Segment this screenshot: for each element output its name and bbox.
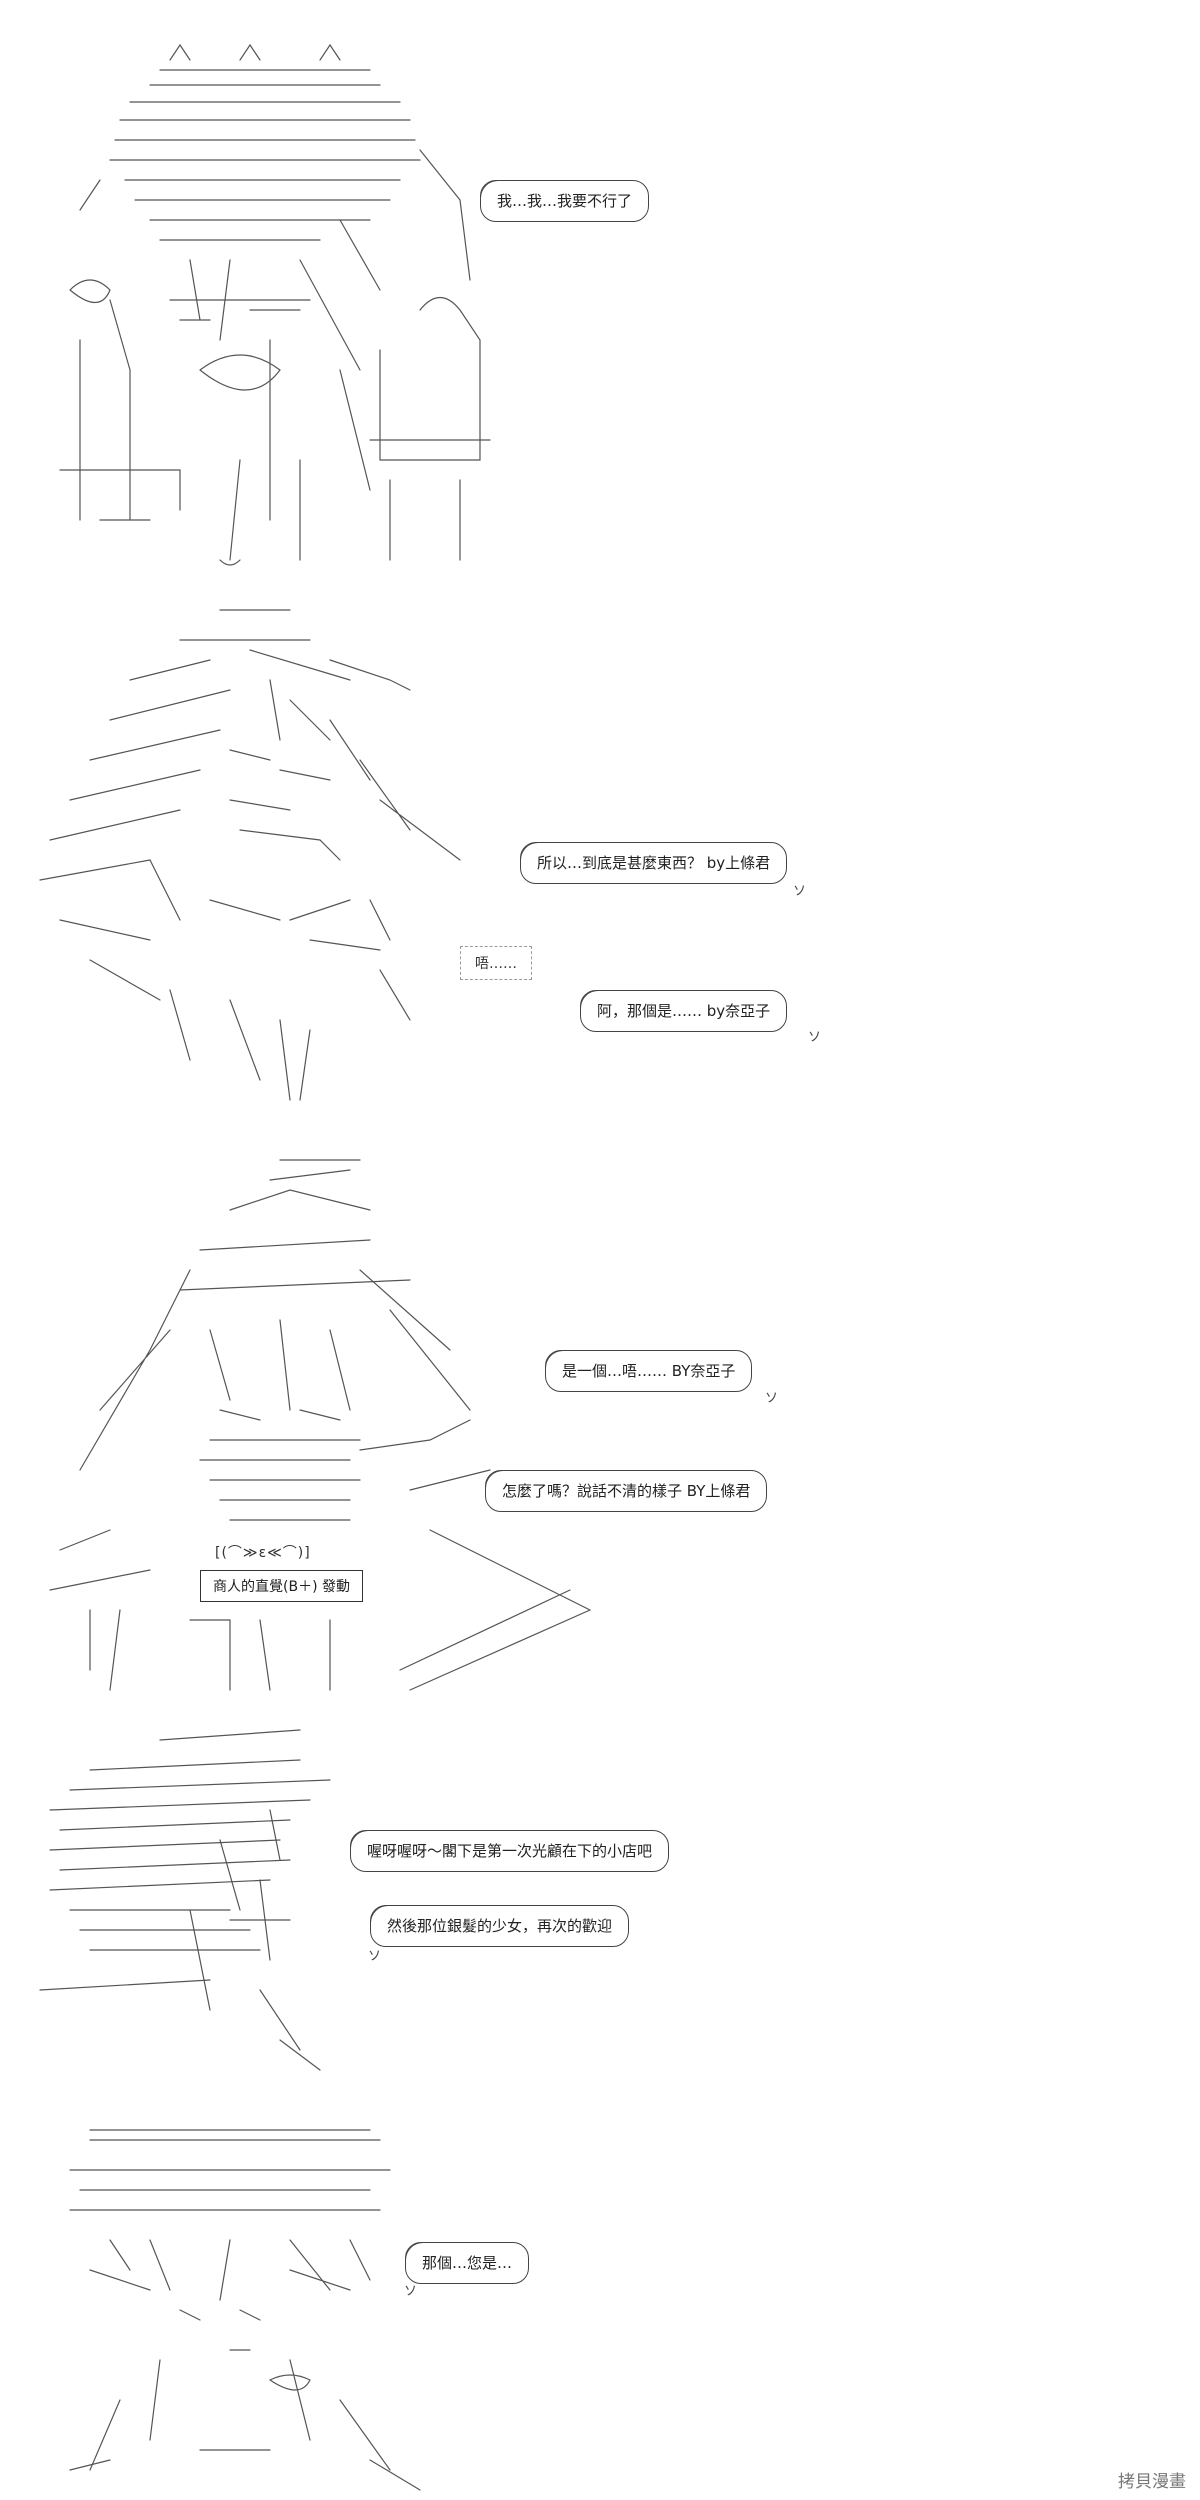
ascii-art-shopkeeper bbox=[39, 1729, 331, 2071]
bubble-tail: ソ bbox=[404, 2284, 418, 2299]
bubble-tail: ソ bbox=[765, 1391, 779, 1406]
bubble-text: 阿，那個是…… by奈亞子 bbox=[597, 1002, 771, 1020]
ascii-art-character-group bbox=[59, 43, 491, 566]
skill-activation-box: 商人的直覺(B＋) 發動 bbox=[200, 1570, 363, 1602]
panel-2: 所以…到底是甚麼東西？ by上條君 ソ 唔…… 阿，那個是…… by奈亞子 ソ bbox=[0, 570, 1200, 1130]
skill-label: 商人的直覺(B＋) 發動 bbox=[213, 1579, 350, 1595]
speech-bubble: 阿，那個是…… by奈亞子 bbox=[580, 990, 788, 1032]
panel-1: 我…我…我要不行了 bbox=[0, 0, 1200, 570]
speech-bubble: 所以…到底是甚麼東西？ by上條君 bbox=[520, 842, 788, 884]
speech-bubble: 我…我…我要不行了 bbox=[480, 180, 650, 222]
bubble-text: 是一個…唔…… BY奈亞子 bbox=[562, 1362, 736, 1380]
panel-3: 是一個…唔…… BY奈亞子 ソ 怎麼了嗎？說話不清的樣子 BY上條君 [(⌒≫ε… bbox=[0, 1130, 1200, 1691]
speech-bubble: 然後那位銀髮的少女，再次的歡迎 bbox=[370, 1905, 630, 1947]
bubble-text: 喔呀喔呀～閣下是第一次光顧在下的小店吧 bbox=[367, 1842, 653, 1860]
speech-bubble: 那個…您是… bbox=[405, 2242, 530, 2284]
bubble-tail: ソ bbox=[368, 1949, 382, 1964]
bubble-text: 所以…到底是甚麼東西？ by上條君 bbox=[537, 854, 771, 872]
bubble-text: 怎麼了嗎？說話不清的樣子 BY上條君 bbox=[502, 1482, 751, 1500]
bubble-text: 然後那位銀髮的少女，再次的歡迎 bbox=[387, 1917, 613, 1935]
ascii-art-character-face bbox=[39, 609, 461, 1101]
bubble-tail: ソ bbox=[793, 884, 807, 899]
speech-bubble: 是一個…唔…… BY奈亞子 bbox=[545, 1350, 753, 1392]
mumble-box: 唔…… bbox=[460, 946, 532, 980]
speech-bubble: 怎麼了嗎？說話不清的樣子 BY上條君 bbox=[485, 1470, 768, 1512]
mumble-text: 唔…… bbox=[475, 956, 517, 972]
bubble-text: 那個…您是… bbox=[422, 2254, 513, 2272]
bubble-text: 我…我…我要不行了 bbox=[497, 192, 633, 210]
ascii-art-character-group bbox=[49, 1159, 591, 1691]
panel-5: 那個…您是… ソ bbox=[0, 2090, 1200, 2500]
skill-emote: [(⌒≫ε≪⌒)] bbox=[215, 1545, 311, 1561]
speech-bubble: 喔呀喔呀～閣下是第一次光顧在下的小店吧 bbox=[350, 1830, 670, 1872]
bubble-tail: ソ bbox=[808, 1030, 822, 1045]
ascii-art-character-portrait bbox=[69, 2129, 421, 2491]
watermark: 拷貝漫畫 bbox=[1118, 2472, 1186, 2492]
panel-4: 喔呀喔呀～閣下是第一次光顧在下的小店吧 然後那位銀髮的少女，再次的歡迎 ソ bbox=[0, 1690, 1200, 2090]
